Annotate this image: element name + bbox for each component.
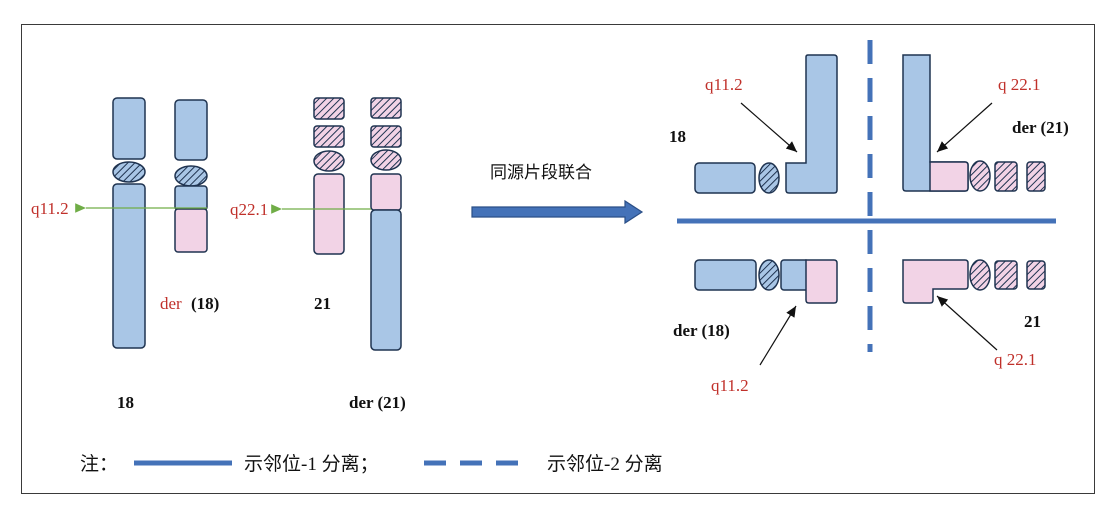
chromosome-der18 [174,99,208,253]
breakpoint-label-21: q22.1 [230,200,268,219]
pairing-der18 [694,259,838,304]
legend-solid-text: 示邻位-1 分离； [244,453,379,475]
legend-dashed-text: 示邻位-2 分离 [547,453,663,475]
pointer-br [936,295,998,351]
breakpoint-label-18: q11.2 [31,199,69,218]
chr18-label: 18 [117,393,134,412]
br-breakpoint: q 22.1 [994,350,1037,369]
bl-label: der (18) [673,321,730,340]
pointer-tr [936,102,993,153]
tl-label: 18 [669,127,686,146]
chromosome-der21 [370,97,402,351]
figure-frame [21,24,1095,494]
bl-breakpoint: q11.2 [711,376,749,395]
der18-prefix: der [160,294,182,313]
pointer-tl [740,102,798,153]
der18-suffix: (18) [191,294,219,313]
pointer-bl [759,305,797,366]
chromosome-21 [313,97,345,255]
tl-breakpoint: q11.2 [705,75,743,94]
br-label: 21 [1024,312,1041,331]
pairing-21 [902,259,1046,304]
chromosome-18 [112,97,146,349]
pairing-18 [694,54,838,194]
tr-breakpoint: q 22.1 [998,75,1041,94]
pairing-der21 [902,54,1046,192]
legend-note: 注： [80,453,118,475]
der18-label: der (18) [160,294,219,313]
der21-label: der (21) [349,393,406,412]
arrow-caption: 同源片段联合 [490,163,592,182]
tr-label: der (21) [1012,118,1069,137]
chr21-label: 21 [314,294,331,313]
union-arrow [471,199,644,225]
